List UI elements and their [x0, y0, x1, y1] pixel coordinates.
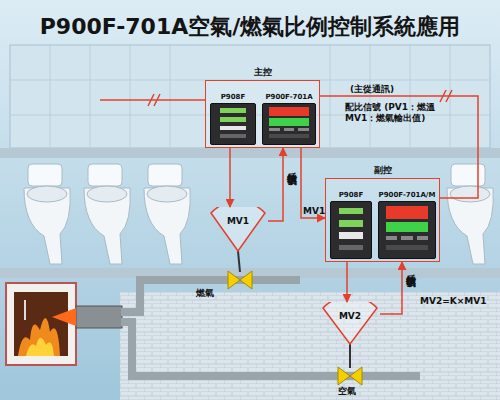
- valve-actuator: MV2: [320, 302, 380, 345]
- actuator-sector: [323, 302, 377, 344]
- panel-display: [284, 128, 294, 131]
- panel-display: [386, 236, 397, 240]
- controller-face: [210, 103, 256, 145]
- group-heading: 主控: [206, 67, 319, 78]
- panel-display: [386, 206, 429, 218]
- kiln-car: [120, 292, 500, 400]
- signal-wire: [320, 96, 478, 198]
- panel-display: [269, 107, 309, 116]
- actuator-outline: [320, 302, 380, 345]
- panel-display: [298, 128, 308, 131]
- note-label: 空氣: [338, 386, 356, 397]
- ware: [84, 164, 130, 264]
- kiln-beam: [0, 148, 500, 158]
- break-mark: [148, 94, 160, 106]
- group-heading: 副控: [326, 165, 439, 176]
- fire: [26, 338, 54, 356]
- controller-unit: P908F: [210, 93, 256, 145]
- actuator-outline: [208, 207, 268, 252]
- signal-name: MV1: [208, 216, 268, 226]
- panel-display: [339, 208, 363, 215]
- ware: [447, 164, 493, 264]
- diagram-title: P900F-701A空氣/燃氣比例控制系統應用: [0, 12, 500, 42]
- furnace-chamber: [14, 292, 68, 356]
- controller-face: [330, 201, 372, 259]
- controller-group: P908FP900F-701A/M副控: [325, 178, 440, 262]
- gas-pipe: [121, 280, 300, 312]
- valve-stem: [238, 251, 240, 272]
- fire: [18, 318, 60, 356]
- valve-actuator: MV1: [208, 207, 268, 252]
- gas-valve: [240, 271, 252, 289]
- panel-display: [386, 222, 429, 232]
- panel-display: [220, 108, 246, 113]
- panel-display: [339, 220, 363, 227]
- model-name: P908F: [210, 93, 256, 102]
- controller-unit: P900F-701A/M: [378, 191, 436, 259]
- burner: [76, 306, 122, 328]
- signal-wire: [268, 148, 283, 221]
- panel-display: [269, 134, 309, 138]
- panel-display: [386, 245, 429, 251]
- controller-unit: P900F-701A: [262, 93, 316, 145]
- note-label: 燃氣: [196, 288, 214, 299]
- model-name: P900F-701A/M: [378, 191, 436, 200]
- model-name: P908F: [330, 191, 372, 200]
- signal-label: 反饋信號: [405, 266, 416, 270]
- flame: [52, 308, 76, 326]
- signal-label: 反饋信號: [286, 164, 297, 168]
- panel-display: [269, 128, 279, 131]
- signal-wire: [301, 148, 325, 218]
- roof-lattice: [10, 45, 490, 148]
- break-mark: [440, 90, 452, 102]
- ware: [24, 164, 70, 264]
- panel-display: [417, 236, 428, 240]
- signal-wire: [380, 262, 402, 314]
- model-name: P900F-701A: [262, 93, 316, 102]
- furnace: [6, 283, 76, 365]
- signal-name: MV2: [320, 311, 380, 321]
- signal-wire: [346, 262, 348, 302]
- gas-valve: [228, 271, 240, 289]
- panel-display: [220, 126, 246, 131]
- ware: [144, 164, 190, 264]
- valve-stem: [349, 344, 351, 368]
- panel-display: [339, 245, 363, 251]
- note-label: MV2=K×MV1: [420, 296, 486, 307]
- air-pipe: [121, 322, 420, 376]
- signal-label: (主從通訊): [350, 84, 394, 95]
- air-valve: [350, 367, 362, 385]
- kiln-roof: [10, 45, 490, 148]
- signal-label: MV1: [303, 206, 325, 217]
- controller-face: [262, 103, 316, 145]
- controller-group: P908FP900F-701A主控: [205, 80, 320, 148]
- panel-display: [339, 232, 363, 239]
- controller-unit: P908F: [330, 191, 372, 259]
- controller-face: [378, 201, 436, 259]
- air-valve: [338, 367, 350, 385]
- note-label: 配比信號 (PV1：燃溫 MV1：燃氣輸出值): [345, 102, 457, 124]
- panel-display: [401, 236, 412, 240]
- panel-display: [269, 118, 309, 125]
- actuator-sector: [211, 207, 265, 251]
- signal-wire: [100, 99, 205, 101]
- thermocouple: [24, 300, 26, 320]
- signal-wire: [229, 148, 231, 207]
- panel-display: [220, 117, 246, 122]
- panel-display: [220, 134, 246, 138]
